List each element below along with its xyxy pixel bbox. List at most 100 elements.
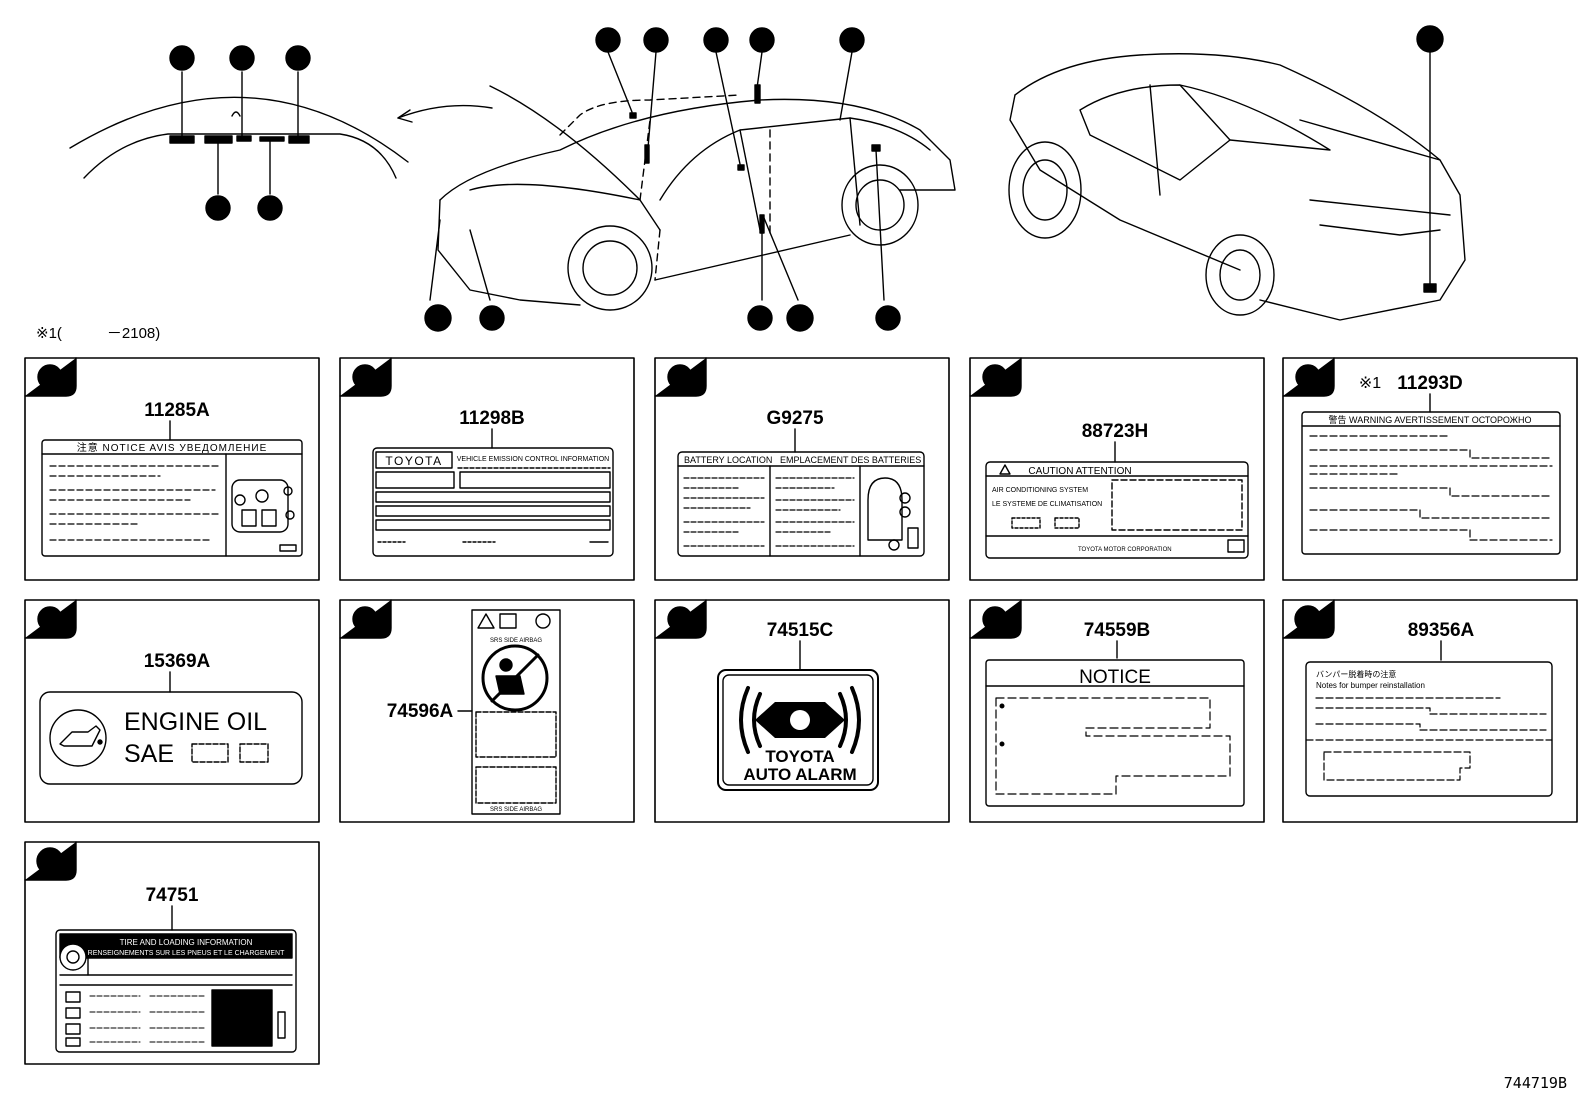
callout-circle (479, 305, 505, 331)
label-header: VEHICLE EMISSION CONTROL INFORMATION (457, 456, 609, 463)
car-front-view (429, 51, 956, 311)
label-header: NOTICE (1079, 667, 1151, 688)
oil-can-icon (49, 709, 107, 767)
panel-10 (1282, 599, 1578, 823)
hood-overhead-view (69, 71, 493, 195)
callout-circle (703, 27, 729, 53)
index-circle (667, 606, 693, 632)
label-header: 注意 NOTICE AVIS УВЕДОМЛЕНИЕ (77, 441, 268, 454)
panel-3 (654, 357, 950, 581)
car-rear-callouts: 10 (1416, 25, 1444, 53)
panel-8 (654, 599, 950, 823)
part-prefix: ※1 (1359, 375, 1381, 392)
index-circle (352, 606, 378, 632)
callout-text: 6 (488, 310, 496, 326)
panel-frames (24, 357, 1578, 1065)
label-mark-5 (288, 135, 310, 144)
panel-index: 11 (44, 855, 57, 869)
label-mark-3 (236, 135, 252, 142)
callout-circle (749, 27, 775, 53)
panel-index: 6 (46, 611, 54, 627)
callout-circle (285, 45, 311, 71)
panel-index: 3 (676, 369, 684, 385)
label-line2: Notes for bumper reinstallation (1316, 681, 1425, 690)
callout-circle (643, 27, 669, 53)
callout-text: 4 (266, 200, 274, 216)
part-number: G9275 (766, 408, 823, 429)
panel-6 (24, 599, 320, 823)
index-circle (982, 606, 1008, 632)
callout-text: 1 (178, 50, 186, 66)
callout-text: 8 (712, 32, 720, 48)
label-line1: バンパー脱着時の注意 (1316, 669, 1396, 679)
index-circle (1295, 364, 1321, 390)
part-number: 74515C (767, 620, 834, 641)
part-number: 88723H (1082, 421, 1149, 442)
label-line2: RENSEIGNEMENTS SUR LES PNEUS ET LE CHARG… (88, 950, 285, 957)
callout-text: 10 (431, 312, 445, 326)
callout-text: 7 (758, 32, 766, 48)
callout-circle (839, 27, 865, 53)
panel-index: 8 (676, 611, 684, 627)
callout-text: 7 (848, 32, 856, 48)
callout-circle (747, 305, 773, 331)
label-line1: ENGINE OIL (124, 708, 267, 736)
panel-2 (339, 357, 635, 581)
callout-text: 8 (604, 32, 612, 48)
panel-index: 1 (46, 369, 54, 385)
part-number: 11298B (459, 408, 525, 429)
callout-circle (229, 45, 255, 71)
label-line2: AUTO ALARM (743, 765, 856, 784)
model-note: ※1( －2108) (36, 325, 160, 342)
index-circle (37, 364, 63, 390)
label-line2: SAE (124, 740, 174, 768)
label-88723H: CAUTION ATTENTION AIR CONDITIONING SYSTE… (985, 461, 1249, 559)
label-maker: TOYOTA MOTOR CORPORATION (1078, 547, 1172, 553)
callout-text: 7 (652, 32, 660, 48)
index-circle (667, 364, 693, 390)
label-74515C: TOYOTA AUTO ALARM (717, 669, 879, 791)
diagram-reference: 744719B (1504, 1074, 1567, 1092)
part-number: 89356A (1408, 620, 1475, 641)
car-front-callouts: 8 7 8 7 7 10 6 7 11 9 (424, 27, 901, 332)
label-line2: LE SYSTEME DE CLIMATISATION (992, 501, 1102, 508)
panel-index: 5 (1304, 369, 1312, 385)
label-header: CAUTION ATTENTION (1028, 466, 1131, 477)
panel-index: 7 (361, 611, 369, 627)
callout-text: 10 (1423, 33, 1437, 47)
panel-index: 2 (361, 369, 369, 385)
callout-circle (1416, 25, 1444, 53)
label-header-left: BATTERY LOCATION (684, 455, 772, 465)
no-child-seat-icon (481, 644, 549, 712)
part-number: 74559B (1084, 620, 1151, 641)
callout-circle (205, 195, 231, 221)
panel-5 (1282, 357, 1578, 581)
part-number: 74596A (387, 701, 454, 722)
car-rear-view (1008, 51, 1466, 321)
callout-text: 9 (884, 310, 892, 326)
panel-1 (24, 357, 320, 581)
callout-text: 7 (756, 310, 764, 326)
panel-11 (24, 841, 320, 1065)
label-15369A: ENGINE OIL SAE (39, 691, 303, 785)
label-line1: TIRE AND LOADING INFORMATION (120, 938, 253, 947)
callout-circle (424, 304, 452, 332)
label-header-right: EMPLACEMENT DES BATTERIES (780, 455, 921, 465)
label-74596A: SRS SIDE AIRBAG SRS SIDE AIRBAG (471, 609, 561, 815)
panel-9 (969, 599, 1265, 823)
index-circle (1294, 605, 1322, 633)
part-numbers: 11285A 11298B G9275 88723H ※1 11293D 153… (144, 373, 1475, 931)
label-89356A: バンパー脱着時の注意 Notes for bumper reinstallati… (1305, 661, 1553, 797)
label-line1: AIR CONDITIONING SYSTEM (992, 487, 1088, 494)
callout-circle (257, 195, 283, 221)
label-caption-top: SRS SIDE AIRBAG (490, 638, 542, 644)
panel-index-tabs: 1 2 3 4 5 6 7 8 9 10 11 (24, 357, 1335, 881)
label-header: 警告 WARNING AVERTISSEMENT ОСТОРОЖНО (1329, 414, 1532, 425)
index-circle (352, 364, 378, 390)
index-circle (37, 606, 63, 632)
label-mark-2 (204, 135, 233, 144)
panel-index: 10 (1301, 613, 1315, 627)
label-G9275: BATTERY LOCATION EMPLACEMENT DES BATTERI… (677, 451, 925, 557)
index-circle (36, 847, 64, 875)
label-caption-bottom: SRS SIDE AIRBAG (490, 807, 542, 813)
